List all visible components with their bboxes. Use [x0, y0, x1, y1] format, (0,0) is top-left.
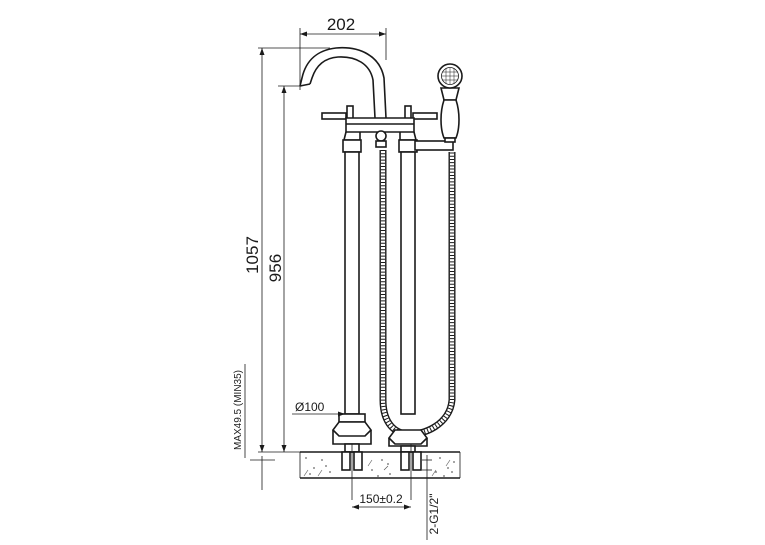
pipe-diameter-label: Ø100	[295, 400, 325, 414]
shower-hose	[379, 150, 456, 438]
spout-reach-label: 202	[327, 15, 355, 34]
dim-pipe-diameter: Ø100	[292, 400, 345, 417]
dim-install-depth: MAX49.5 (MIN35)	[233, 364, 275, 490]
dim-spout-reach: 202	[299, 15, 387, 90]
floor-section	[299, 444, 461, 500]
right-leg	[398, 139, 418, 415]
total-height-label: 1057	[243, 236, 262, 274]
spout	[299, 46, 387, 119]
dim-inlet-thread: 2-G1/2"	[426, 480, 441, 540]
dim-total-height: 1057	[243, 48, 265, 452]
hand-shower	[437, 63, 463, 143]
dim-spout-height: 956	[266, 86, 287, 452]
inlet-thread-label: 2-G1/2"	[427, 494, 441, 535]
mixer-body	[321, 105, 438, 148]
left-leg	[342, 139, 362, 415]
inlet-spacing-label: 150±0.2	[359, 492, 403, 506]
spout-height-label: 956	[266, 254, 285, 282]
dim-inlet-spacing: 150±0.2	[352, 492, 411, 510]
install-depth-label: MAX49.5 (MIN35)	[233, 370, 244, 450]
right-foot	[387, 429, 429, 453]
